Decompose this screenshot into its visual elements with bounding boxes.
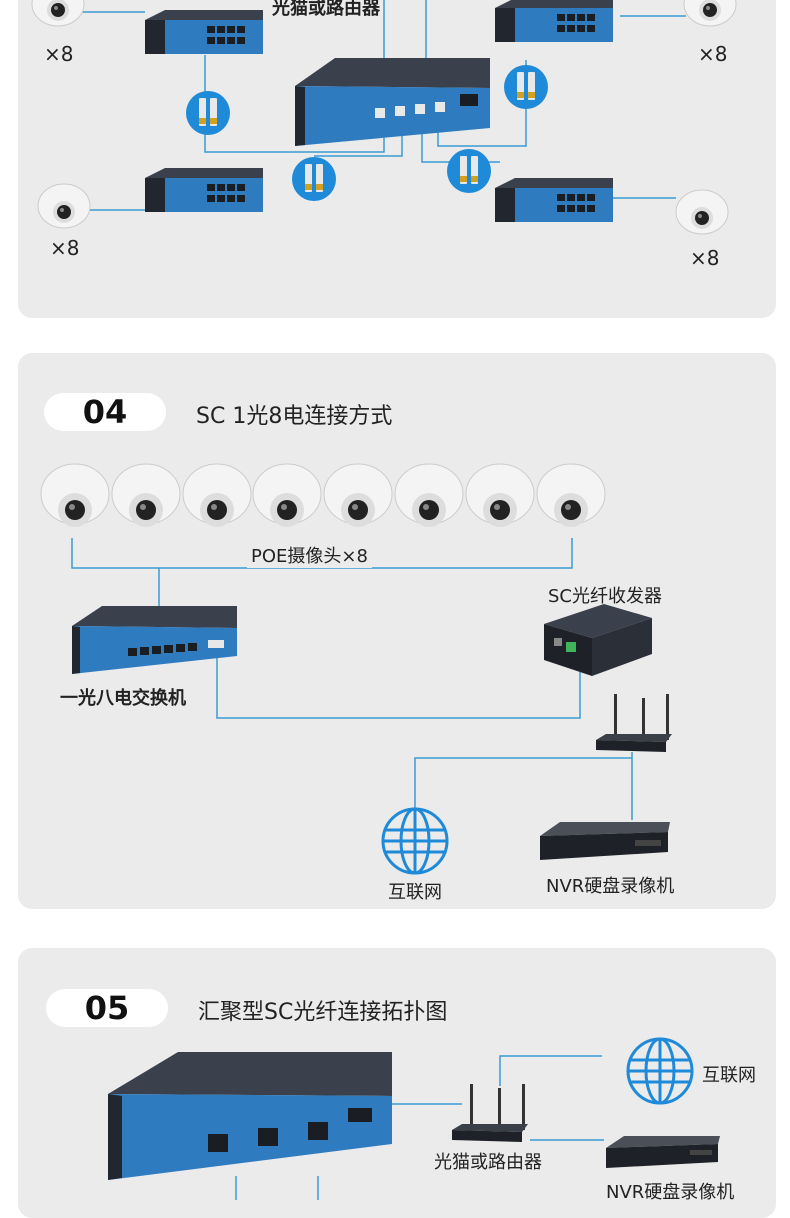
fiber-poe-switch-icon: [72, 606, 237, 674]
section-number-badge: 04: [44, 393, 166, 431]
aggregation-switch-icon: [295, 58, 490, 146]
section-title: 汇聚型SC光纤连接拓扑图: [198, 1000, 448, 1025]
dome-camera-icon: [40, 463, 110, 527]
dome-camera-icon: [111, 463, 181, 527]
dome-camera-icon: [683, 0, 737, 27]
poe-switch-icon: [145, 168, 263, 212]
dome-camera-icon: [465, 463, 535, 527]
switch-label: 一光八电交换机: [60, 688, 186, 709]
nvr-label: NVR硬盘录像机: [546, 876, 675, 897]
internet-globe-icon: [626, 1037, 694, 1105]
camera-count: ×8: [690, 246, 720, 270]
poe-switch-icon: [495, 0, 613, 42]
dome-camera-icon: [31, 0, 85, 27]
section-number-badge: 05: [46, 989, 168, 1027]
camera-count: ×8: [50, 236, 80, 260]
dome-camera-icon: [182, 463, 252, 527]
dome-camera-icon: [37, 183, 91, 229]
dome-camera-icon: [252, 463, 322, 527]
topology-card-3: [18, 0, 776, 318]
internet-globe-icon: [381, 807, 449, 875]
sfp-module-icon: [504, 65, 548, 109]
router-label-partial: 光猫或路由器: [272, 0, 380, 19]
fiber-transceiver-icon: [544, 604, 652, 676]
dome-camera-icon: [675, 189, 729, 235]
camera-count: ×8: [44, 42, 74, 66]
router-icon: [596, 694, 672, 752]
nvr-recorder-icon: [606, 1136, 720, 1168]
internet-label: 互联网: [388, 882, 442, 903]
sfp-module-icon: [186, 91, 230, 135]
sfp-module-icon: [447, 149, 491, 193]
poe-switch-icon: [495, 178, 613, 222]
nvr-label: NVR硬盘录像机: [606, 1182, 735, 1203]
aggregation-switch-icon: [108, 1052, 392, 1180]
dome-camera-icon: [536, 463, 606, 527]
nvr-recorder-icon: [540, 822, 670, 860]
cameras-label: POE摄像头×8: [247, 542, 372, 568]
dome-camera-icon: [323, 463, 393, 527]
router-icon: [452, 1084, 528, 1142]
camera-count: ×8: [698, 42, 728, 66]
poe-switch-icon: [145, 10, 263, 54]
internet-label: 互联网: [702, 1065, 756, 1086]
section-title: SC 1光8电连接方式: [196, 404, 393, 429]
transceiver-label: SC光纤收发器: [548, 586, 662, 607]
dome-camera-icon: [394, 463, 464, 527]
router-label: 光猫或路由器: [434, 1152, 542, 1173]
sfp-module-icon: [292, 157, 336, 201]
